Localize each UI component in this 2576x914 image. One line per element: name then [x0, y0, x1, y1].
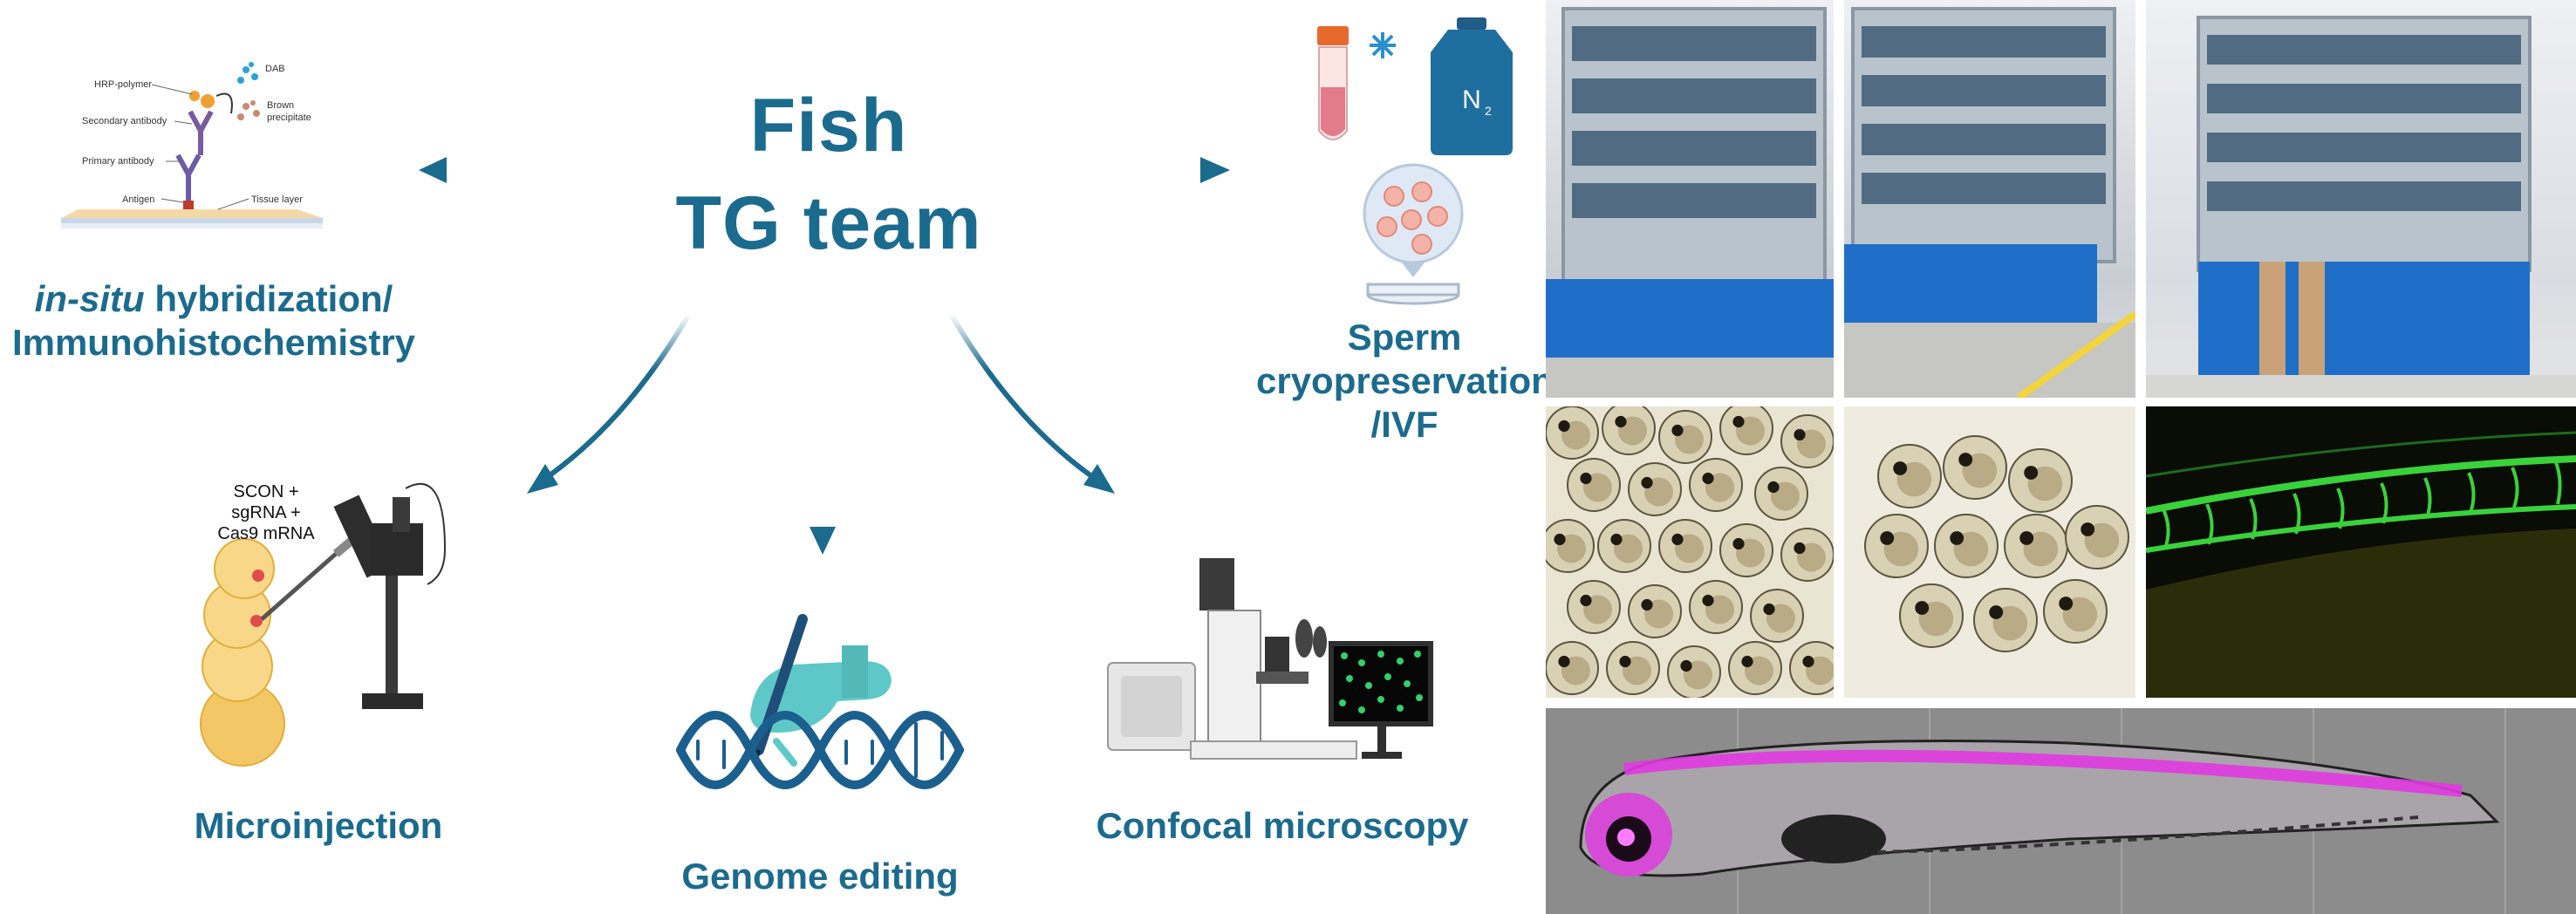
embryo — [1567, 580, 1621, 634]
microinjection-illustration: SCON + sgRNA + Cas9 mRNA — [200, 482, 447, 767]
embryos-few-canvas — [1844, 406, 2135, 698]
embryo — [1864, 514, 1929, 578]
antigen-shape — [183, 201, 194, 209]
embryo — [1567, 458, 1621, 512]
tissue-layer — [61, 209, 323, 228]
photo-zebrafish-rack-2 — [1844, 0, 2135, 398]
monitor-icon — [1329, 641, 1433, 759]
embryo — [1899, 583, 1964, 648]
micromanipulator-icon — [260, 483, 447, 709]
embryo — [2008, 448, 2073, 513]
ihc-label-italic: in-situ — [34, 278, 145, 319]
precipitate-label: precipitate — [267, 113, 311, 123]
dab-label: DAB — [265, 64, 285, 74]
primary-antibody — [175, 153, 202, 201]
sample-tube-icon — [1317, 26, 1349, 140]
embryo-stack — [200, 538, 285, 767]
tissue-layer-label: Tissue layer — [251, 194, 303, 205]
photo-embryos-many — [1546, 406, 1834, 698]
microinjection-label: Microinjection — [194, 805, 443, 846]
sperm-label-line3: /IVF — [1370, 404, 1438, 445]
embryo — [1658, 519, 1712, 573]
photo-zebrafish-rack-1 — [1546, 0, 1834, 398]
embryo — [2043, 579, 2108, 644]
mix-line-2: sgRNA + — [231, 503, 300, 522]
ihc-label-rest: hybridization/ — [144, 278, 393, 319]
arrow-to-microinjection — [527, 312, 692, 494]
antigen-label: Antigen — [122, 194, 154, 205]
embryo — [1728, 641, 1782, 695]
petri-dish-magnified-icon — [1363, 163, 1464, 305]
embryo — [1546, 519, 1595, 573]
embryo — [1597, 519, 1651, 573]
arrow-to-ihc — [419, 157, 593, 183]
embryo — [1934, 514, 1999, 578]
hrp-label: HRP-polymer — [94, 79, 152, 90]
arrow-to-sperm — [1056, 157, 1230, 183]
title-line-1: Fish — [749, 84, 908, 167]
embryo — [1658, 410, 1712, 464]
embryo — [1606, 641, 1660, 695]
secondary-antibody-label: Secondary antibody — [82, 116, 167, 126]
embryo — [1628, 462, 1682, 516]
embryo — [1546, 641, 1599, 695]
embryo — [1628, 584, 1682, 638]
embryo — [1602, 406, 1656, 455]
embryo — [1689, 580, 1743, 634]
sperm-label: Sperm cryopreservation /IVF — [1256, 316, 1554, 447]
microscope-icon — [1107, 558, 1357, 760]
embryo — [1789, 641, 1834, 695]
mix-line-1: SCON + — [233, 482, 298, 501]
photo-embryos-few — [1844, 406, 2135, 698]
tank-label: N — [1462, 85, 1481, 114]
dna-helix-icon — [676, 711, 964, 789]
leader-lines — [151, 84, 249, 210]
embryo — [1689, 458, 1743, 512]
embryo — [1943, 435, 2007, 500]
snowflake-icon — [1370, 32, 1396, 58]
photo-zebrafish-rack-3 — [2146, 0, 2576, 398]
ihc-label-line2: Immunohistochemistry — [11, 322, 416, 363]
dab-dots — [237, 62, 258, 84]
genome-editing-illustration — [676, 614, 964, 789]
brown-precipitate-dots — [237, 100, 260, 120]
genome-editing-label: Genome editing — [681, 856, 959, 897]
confocal-illustration — [1107, 558, 1433, 760]
embryo — [1754, 467, 1808, 521]
tank-subscript: 2 — [1485, 104, 1492, 118]
mix-line-3: Cas9 mRNA — [217, 524, 315, 543]
arrow-to-confocal — [948, 312, 1115, 494]
arrow-to-genome-editing — [810, 305, 836, 555]
reaction-arrow — [215, 92, 233, 114]
photo-larva-fluorescent — [1546, 708, 2576, 914]
embryos-many-canvas — [1546, 406, 1834, 698]
hrp-dot — [201, 94, 215, 108]
nitrogen-tank-icon: N 2 — [1431, 17, 1513, 155]
embryo — [1973, 588, 2038, 652]
embryo — [1719, 406, 1773, 455]
embryo — [1750, 589, 1804, 643]
brown-label: Brown — [267, 100, 294, 111]
diagram-title: Fish TG team — [663, 77, 994, 272]
sperm-label-line2: cryopreservation — [1256, 360, 1554, 401]
title-line-2: TG team — [675, 181, 982, 265]
arrows-layer — [419, 157, 1230, 555]
confocal-label: Confocal microscopy — [1096, 805, 1469, 846]
embryo — [1667, 645, 1721, 698]
embryo — [2065, 505, 2129, 570]
embryo — [1780, 414, 1834, 468]
embryo — [1780, 528, 1834, 582]
embryo — [1546, 406, 1599, 460]
embryo — [1877, 444, 1942, 508]
embryo — [1719, 523, 1773, 577]
primary-antibody-label: Primary antibody — [82, 156, 154, 167]
sperm-label-line1: Sperm — [1347, 317, 1462, 358]
secondary-antibody — [188, 110, 214, 155]
ihc-illustration: HRP-polymer DAB Brown precipitate Second… — [61, 62, 323, 228]
sperm-illustration: N 2 — [1317, 17, 1513, 305]
photo-vasculature-gfp — [2146, 406, 2576, 698]
embryo — [2004, 514, 2068, 578]
ihc-label: in-situ hybridization/ Immunohistochemis… — [9, 277, 419, 365]
